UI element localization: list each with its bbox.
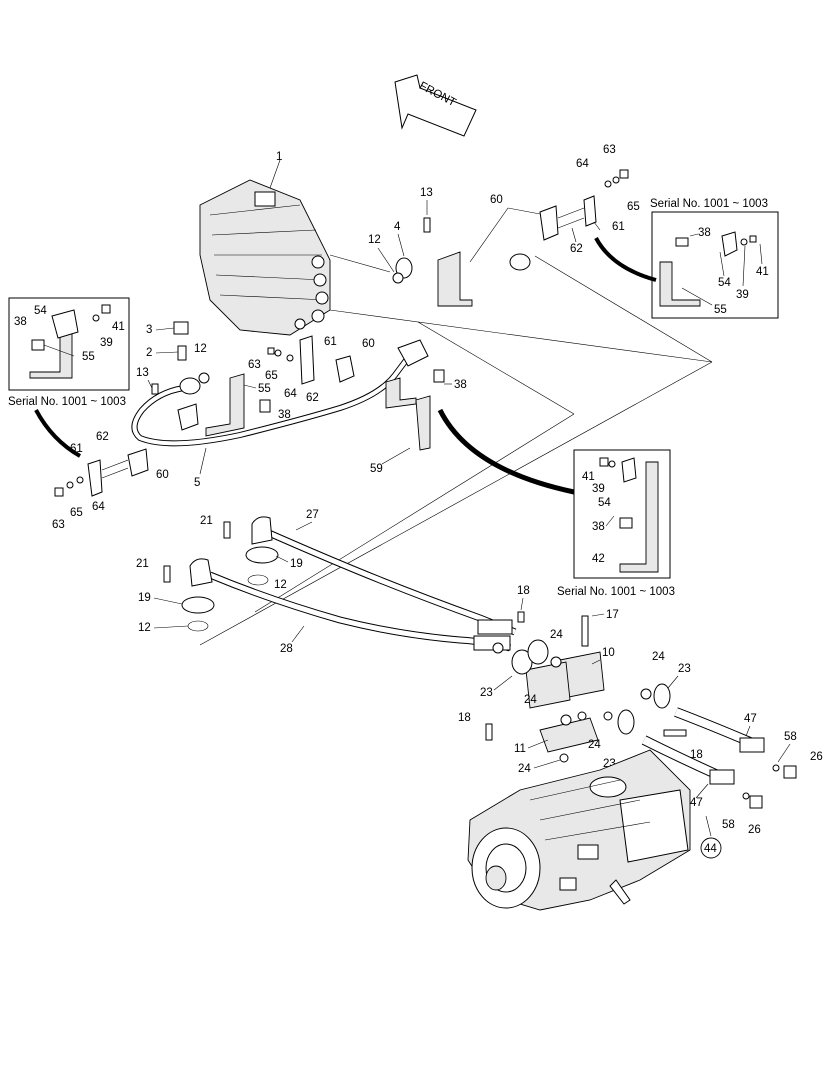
inset-left-label-39: 39 bbox=[100, 337, 113, 349]
inset-top-right: Serial No. 1001 ~ 1003 38 54 41 39 55 bbox=[650, 198, 779, 319]
callout-12d: 12 bbox=[138, 622, 151, 634]
callout-60b: 60 bbox=[362, 338, 375, 350]
inset-left: 54 38 41 39 55 Serial No. 1001 ~ 1003 bbox=[8, 297, 130, 408]
callout-2: 2 bbox=[146, 347, 152, 359]
callout-55a: 55 bbox=[258, 383, 271, 395]
callout-21b: 21 bbox=[136, 558, 149, 570]
callout-38a: 38 bbox=[454, 379, 467, 391]
inset-tr-label-39: 39 bbox=[736, 289, 749, 301]
pointer-left bbox=[34, 409, 81, 458]
callout-62c: 62 bbox=[96, 431, 109, 443]
callout-10: 10 bbox=[602, 647, 615, 659]
callout-63c: 63 bbox=[52, 519, 65, 531]
callout-61c: 61 bbox=[70, 443, 83, 455]
callout-23c: 23 bbox=[678, 663, 691, 675]
svg-text:44: 44 bbox=[704, 843, 717, 855]
main-pump bbox=[467, 749, 691, 911]
callout-24b: 24 bbox=[524, 694, 537, 706]
callout-60a: 60 bbox=[490, 194, 503, 206]
callout-61b: 61 bbox=[324, 336, 337, 348]
callout-11: 11 bbox=[514, 743, 526, 755]
callout-64b: 64 bbox=[284, 388, 297, 400]
callout-24e: 24 bbox=[652, 651, 665, 663]
callout-23a: 23 bbox=[480, 687, 493, 699]
callout-5: 5 bbox=[194, 477, 200, 489]
front-arrow-icon: FRONT bbox=[394, 74, 477, 137]
callout-62a: 62 bbox=[570, 243, 583, 255]
pointer-mid-right bbox=[437, 408, 575, 495]
callout-38b: 38 bbox=[278, 409, 291, 421]
callout-12a: 12 bbox=[368, 234, 381, 246]
inset-left-label-38: 38 bbox=[14, 316, 27, 328]
callout-12b: 12 bbox=[194, 343, 207, 355]
callout-19a: 19 bbox=[290, 558, 303, 570]
callout-13a: 13 bbox=[420, 187, 433, 199]
callout-18b: 18 bbox=[458, 712, 471, 724]
callout-59: 59 bbox=[370, 463, 383, 475]
inset-mr-label-42: 42 bbox=[592, 553, 605, 565]
callout-24a: 24 bbox=[550, 629, 563, 641]
callout-1: 1 bbox=[276, 151, 282, 163]
callout-65c: 65 bbox=[70, 507, 83, 519]
serial-note-mid-right: Serial No. 1001 ~ 1003 bbox=[557, 586, 675, 598]
pointer-top-right bbox=[594, 237, 657, 282]
serial-note-left: Serial No. 1001 ~ 1003 bbox=[8, 396, 126, 408]
callout-65b: 65 bbox=[265, 370, 278, 382]
callout-44: 44 bbox=[700, 815, 722, 859]
inset-tr-label-55: 55 bbox=[714, 304, 727, 316]
callout-13b: 13 bbox=[136, 367, 149, 379]
callout-24d: 24 bbox=[588, 739, 601, 751]
inset-tr-label-38: 38 bbox=[698, 227, 711, 239]
callout-61a: 61 bbox=[612, 221, 625, 233]
inset-left-label-54: 54 bbox=[34, 305, 47, 317]
serial-note-top-right: Serial No. 1001 ~ 1003 bbox=[650, 198, 768, 210]
inset-mid-right: 41 39 54 38 42 Serial No. 1001 ~ 1003 bbox=[557, 449, 675, 598]
callout-58b: 58 bbox=[722, 819, 735, 831]
callout-60c: 60 bbox=[156, 469, 169, 481]
callout-47a: 47 bbox=[744, 713, 757, 725]
callout-26b: 26 bbox=[748, 824, 761, 836]
callout-58a: 58 bbox=[784, 731, 797, 743]
inset-tr-label-41: 41 bbox=[756, 266, 769, 278]
callout-17: 17 bbox=[606, 609, 619, 621]
inset-mr-label-38: 38 bbox=[592, 521, 605, 533]
callout-21a: 21 bbox=[200, 515, 213, 527]
callout-63a: 63 bbox=[603, 144, 616, 156]
callout-26a: 26 bbox=[810, 751, 823, 763]
callout-64a: 64 bbox=[576, 158, 589, 170]
callout-47b: 47 bbox=[690, 797, 703, 809]
inset-mr-label-54: 54 bbox=[598, 497, 611, 509]
callout-27: 27 bbox=[306, 509, 319, 521]
control-valve bbox=[199, 179, 331, 336]
inset-tr-label-54: 54 bbox=[718, 277, 731, 289]
callout-18a: 18 bbox=[517, 585, 530, 597]
callout-62b: 62 bbox=[306, 392, 319, 404]
callout-4: 4 bbox=[394, 221, 401, 233]
inset-mr-label-39: 39 bbox=[592, 483, 605, 495]
callout-24c: 24 bbox=[518, 763, 531, 775]
callout-19b: 19 bbox=[138, 592, 151, 604]
inset-left-label-55: 55 bbox=[82, 351, 95, 363]
inset-mr-label-41: 41 bbox=[582, 471, 595, 483]
callout-65a: 65 bbox=[627, 201, 640, 213]
callout-3: 3 bbox=[146, 324, 152, 336]
callout-63b: 63 bbox=[248, 359, 261, 371]
inset-left-label-41: 41 bbox=[112, 321, 125, 333]
callout-12c: 12 bbox=[274, 579, 287, 591]
callout-18c: 18 bbox=[690, 749, 703, 761]
callout-28: 28 bbox=[280, 643, 293, 655]
callout-64c: 64 bbox=[92, 501, 105, 513]
